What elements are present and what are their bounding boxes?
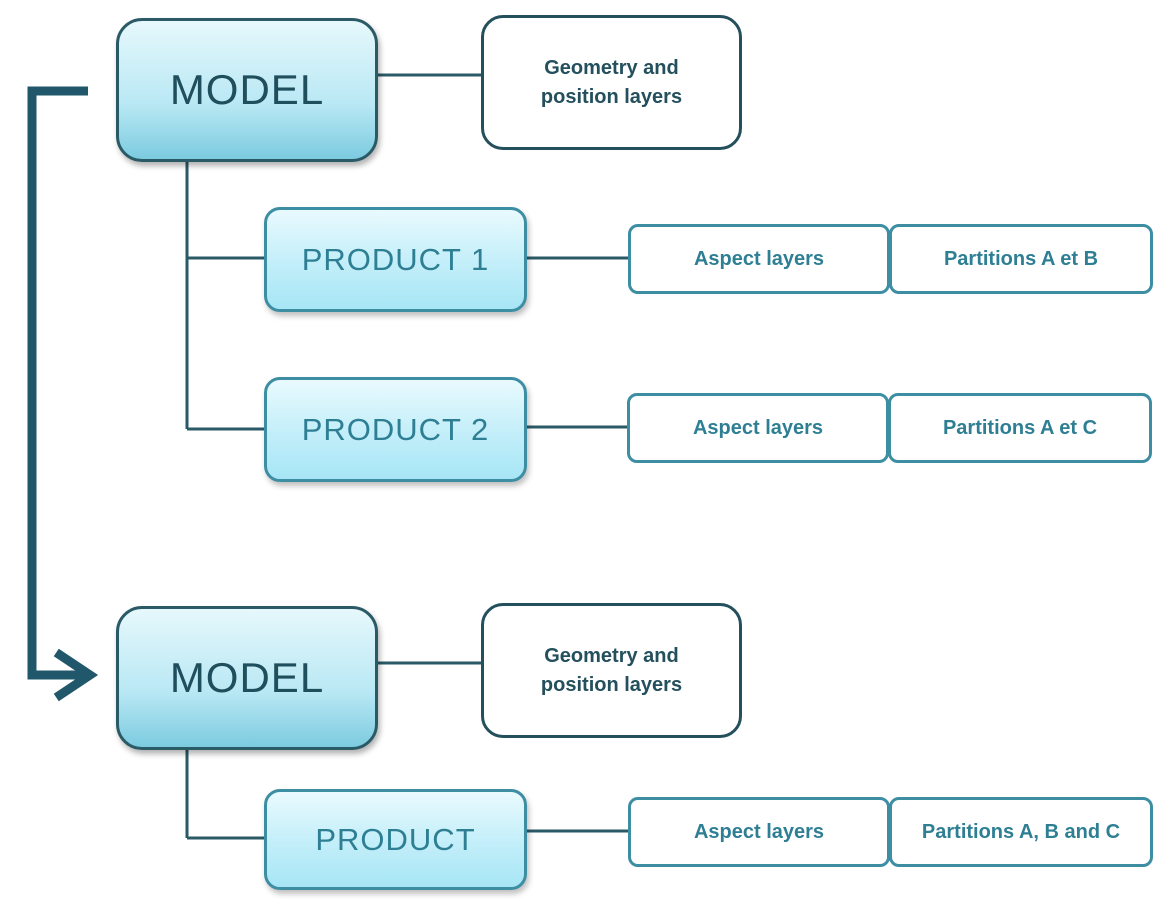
top-model-label: MODEL [169, 66, 325, 113]
bottom-geometry-line1: Geometry and [544, 644, 679, 667]
top-geometry-line2: position layers [540, 85, 683, 108]
product-1-box: PRODUCT 1 [264, 207, 527, 312]
product-2-aspect-label: Aspect layers [692, 416, 824, 439]
product-2-label: PRODUCT 2 [301, 411, 490, 447]
product-2-partitions-box: Partitions A et C [888, 393, 1152, 463]
top-geometry-line1: Geometry and [544, 56, 679, 79]
product-label: PRODUCT [315, 821, 476, 857]
product-partitions-label: Partitions A, B and C [921, 820, 1121, 843]
product-1-partitions-label: Partitions A et B [943, 247, 1099, 270]
product-partitions-box: Partitions A, B and C [889, 797, 1153, 867]
flow-arrow [27, 86, 99, 702]
product-aspect-label: Aspect layers [693, 820, 825, 843]
bottom-model-label: MODEL [169, 654, 325, 701]
bottom-model-box: MODEL [116, 606, 378, 750]
product-2-box: PRODUCT 2 [264, 377, 527, 482]
product-box: PRODUCT [264, 789, 527, 890]
product-1-aspect-box: Aspect layers [628, 224, 890, 294]
bottom-geometry-box: Geometry and position layers [481, 603, 742, 738]
product-1-label: PRODUCT 1 [301, 241, 490, 277]
bottom-geometry-line2: position layers [540, 673, 683, 696]
top-model-box: MODEL [116, 18, 378, 162]
product-1-partitions-box: Partitions A et B [889, 224, 1153, 294]
top-geometry-box: Geometry and position layers [481, 15, 742, 150]
product-2-partitions-label: Partitions A et C [942, 416, 1098, 439]
product-aspect-box: Aspect layers [628, 797, 890, 867]
product-2-aspect-box: Aspect layers [627, 393, 889, 463]
product-1-aspect-label: Aspect layers [693, 247, 825, 270]
